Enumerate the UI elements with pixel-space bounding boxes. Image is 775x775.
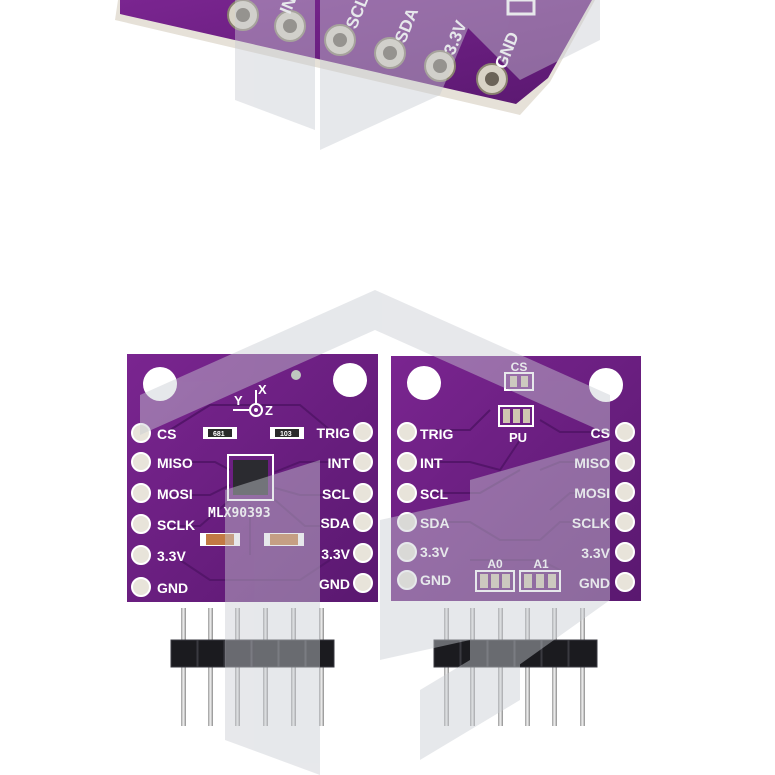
front-left-pads — [131, 423, 151, 597]
front-left-labels: CS MISO MOSI SCLK 3.3V GND — [157, 426, 195, 596]
pin-label-miso: MISO — [574, 455, 610, 471]
capacitor — [264, 533, 304, 546]
jumper-a1 — [519, 570, 561, 592]
pad-hole — [333, 33, 347, 47]
pin-label-3v3: 3.3V — [581, 545, 610, 561]
pin-header-left — [170, 608, 335, 726]
pin-label-mosi: MOSI — [157, 486, 193, 502]
silk-box — [506, 0, 536, 16]
capacitor — [200, 533, 240, 546]
back-right-labels: CS MISO MOSI SCLK 3.3V GND — [572, 425, 611, 591]
pin-label-int: INT — [420, 455, 443, 471]
pin-label-miso: MISO — [157, 455, 193, 471]
pin-label-int: INT — [327, 455, 350, 471]
resistor-code: 103 — [280, 431, 292, 438]
angled-board: INT SCL SDA 3.3V GND — [115, 0, 595, 115]
pin-label-cs: CS — [157, 426, 176, 442]
pin-label-trig: TRIG — [420, 426, 454, 442]
pin-label-scl: SCL — [420, 486, 448, 502]
back-left-labels: TRIG INT SCL SDA 3.3V GND — [420, 426, 454, 588]
pin-label-gnd: GND — [319, 576, 350, 592]
resistor-103: 103 — [270, 427, 304, 439]
jumper-cs — [504, 372, 534, 391]
pin-label-sda: SDA — [320, 515, 350, 531]
back-right-pads — [615, 422, 635, 592]
axis-x-label: X — [258, 382, 267, 397]
pin-label-cs: CS — [591, 425, 610, 441]
pin-label-3v3: 3.3V — [157, 548, 186, 564]
pin-label-scl: SCL — [322, 486, 350, 502]
jumper-cs-label: CS — [511, 360, 528, 374]
pin-label-gnd: GND — [420, 572, 451, 588]
pad-hole — [236, 8, 250, 22]
mount-hole — [407, 366, 441, 400]
mount-hole — [589, 368, 623, 402]
front-right-pads — [353, 422, 373, 593]
back-left-pads — [397, 422, 417, 590]
pin-label-gnd: GND — [579, 575, 610, 591]
pad-hole — [485, 72, 499, 86]
back-board: CS PU A0 A1 TRIG INT — [391, 356, 641, 601]
pin-label-3v3: 3.3V — [420, 544, 449, 560]
watermark-logo — [140, 0, 610, 775]
top-pads — [227, 0, 508, 95]
resistor-code: 681 — [213, 431, 225, 438]
fiducial — [291, 370, 301, 380]
pin-label-trig: TRIG — [317, 425, 351, 441]
pin-label-gnd: GND — [157, 580, 188, 596]
pin-label-sda: SDA — [420, 515, 450, 531]
front-right-labels: TRIG INT SCL SDA 3.3V GND — [317, 425, 351, 592]
axis-z-label: Z — [265, 403, 273, 418]
back-traces — [430, 409, 600, 571]
mount-hole — [143, 367, 177, 401]
pin-label-sclk: SCLK — [157, 517, 195, 533]
pad-hole — [433, 59, 447, 73]
axis-dot — [254, 408, 258, 412]
axis-y-label: Y — [234, 393, 243, 408]
jumper-pu — [498, 405, 534, 427]
jumper-a0-label: A0 — [487, 557, 503, 571]
resistor-681: 681 — [203, 427, 237, 439]
pad-hole — [383, 46, 397, 60]
mount-hole — [333, 363, 367, 397]
axis-marker — [233, 390, 263, 417]
chip-mlx90393 — [233, 460, 268, 495]
jumper-pu-label: PU — [509, 430, 527, 445]
chip-outline — [227, 454, 274, 501]
jumper-a1-label: A1 — [533, 557, 549, 571]
pad-hole — [283, 19, 297, 33]
pin-label-sclk: SCLK — [572, 515, 610, 531]
pin-label-mosi: MOSI — [574, 485, 610, 501]
jumper-a0 — [475, 570, 515, 592]
chip-label: MLX90393 — [208, 506, 271, 521]
pin-label-3v3: 3.3V — [321, 546, 350, 562]
pin-header-right — [433, 608, 598, 726]
front-board: X Y Z 681 103 MLX90393 — [127, 354, 378, 602]
front-traces — [168, 404, 340, 581]
